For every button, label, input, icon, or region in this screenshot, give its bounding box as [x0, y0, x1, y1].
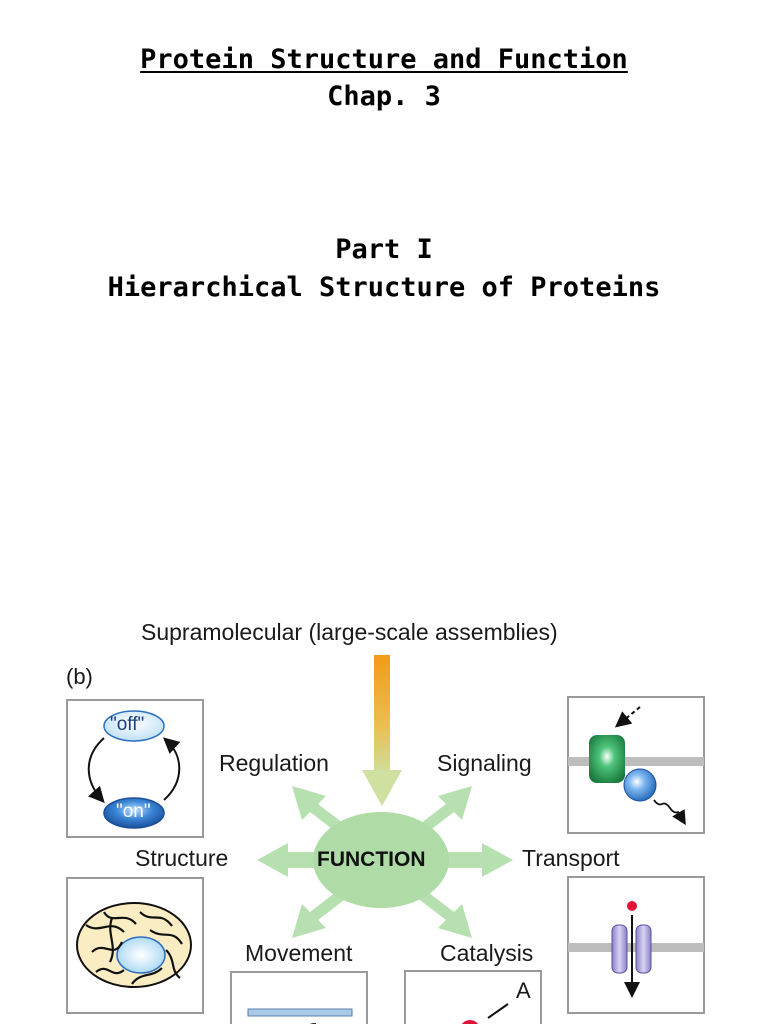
filament-icon	[247, 1008, 353, 1017]
part-label: Part I	[335, 234, 433, 265]
ligand-arrow-icon	[614, 706, 641, 728]
signal-protein-icon	[623, 768, 657, 802]
chapter-label: Chap. 3	[327, 81, 441, 112]
movement-label: Movement	[245, 940, 353, 966]
channel-icon	[635, 924, 652, 974]
panel-label: (b)	[66, 664, 93, 689]
supramolecular-label: Supramolecular (large-scale assemblies)	[141, 619, 558, 645]
off-state-label: "off"	[110, 714, 145, 735]
signaling-label: Signaling	[437, 750, 532, 776]
transport-panel	[567, 876, 705, 1014]
function-ellipse	[313, 812, 449, 908]
movement-panel	[230, 971, 368, 1024]
structure-panel	[66, 877, 204, 1014]
structure-label: Structure	[135, 845, 229, 871]
membrane-icon	[568, 757, 704, 766]
signal-wave-icon	[653, 799, 686, 826]
receptor-icon	[589, 735, 625, 783]
cytoskeleton-icon	[85, 911, 183, 985]
off-state-icon	[103, 710, 165, 742]
on-state-icon	[103, 797, 165, 829]
nucleus-icon	[116, 936, 166, 974]
catalysis-panel	[404, 970, 542, 1024]
solute-icon	[627, 901, 637, 911]
part-title: Hierarchical Structure of Proteins	[107, 272, 661, 303]
substrate-label: A	[516, 978, 531, 1003]
catalysis-label: Catalysis	[440, 940, 534, 966]
substrate-icon	[462, 1020, 478, 1024]
transport-label: Transport	[522, 845, 620, 871]
cycle-arrow-icon	[163, 737, 181, 801]
channel-icon	[611, 924, 628, 974]
document-title: Protein Structure and Function	[0, 43, 768, 77]
document-title-text: Protein Structure and Function	[140, 44, 628, 75]
regulation-label: Regulation	[219, 750, 329, 776]
signaling-panel	[567, 696, 705, 834]
function-center-label: FUNCTION	[317, 848, 426, 871]
on-state-label: "on"	[116, 801, 151, 822]
regulation-panel	[66, 699, 204, 838]
supramolecular-arrow	[362, 655, 402, 806]
cycle-arrow-icon	[87, 737, 105, 803]
substrate-arrow-icon	[487, 1003, 509, 1019]
